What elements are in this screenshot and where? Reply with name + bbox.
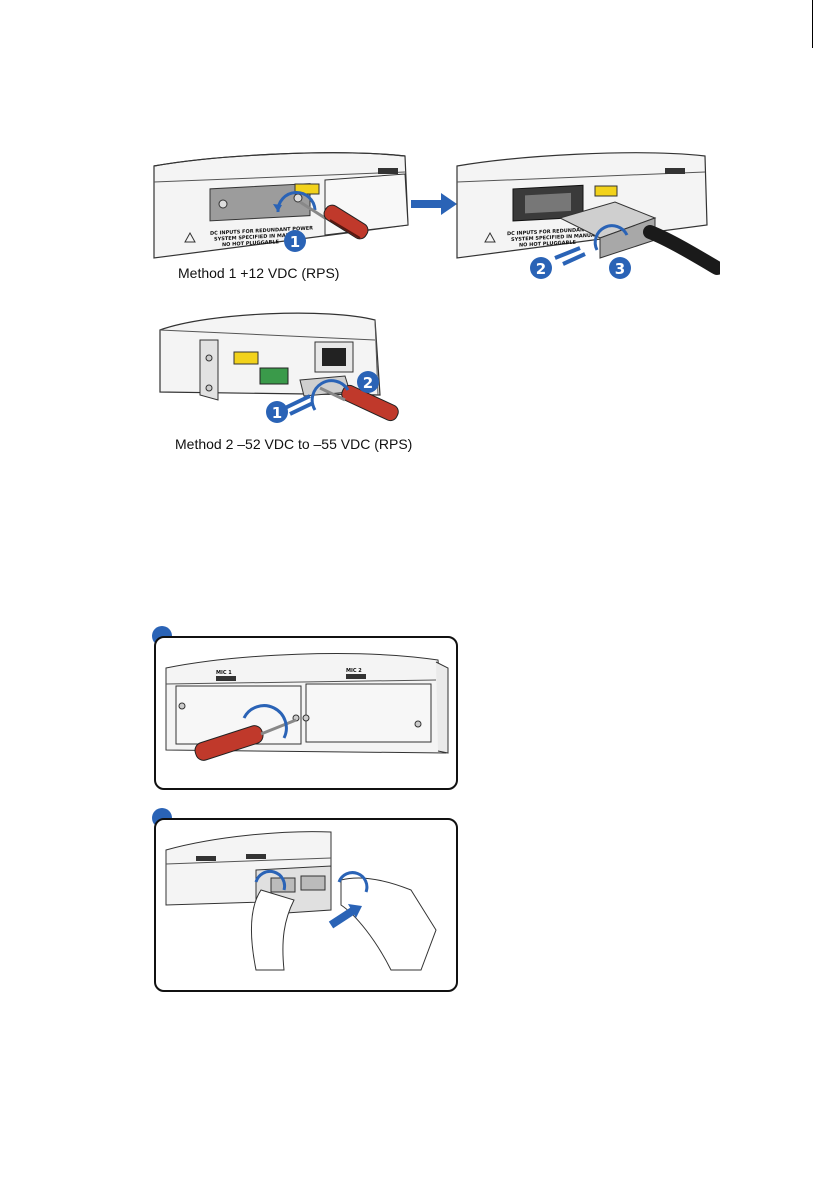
panel-install-module: [154, 818, 458, 992]
method2-illustration: 1 2: [150, 300, 420, 430]
slot2-label: MIC 2: [346, 668, 362, 674]
flow-arrow: [411, 193, 457, 215]
m1-step2-badge: 2: [536, 260, 546, 278]
method1-caption: Method 1 +12 VDC (RPS): [178, 265, 339, 281]
m1-step1-badge: 1: [290, 233, 300, 251]
m1-step3-badge: 3: [615, 260, 625, 278]
panel-remove-filler: MIC 1 MIC 2: [154, 636, 458, 790]
page-margin-rule: [812, 0, 813, 48]
method2-caption: Method 2 –52 VDC to –55 VDC (RPS): [175, 436, 412, 452]
m2-step1-badge: 1: [272, 404, 282, 422]
slot1-label: MIC 1: [216, 670, 232, 676]
m2-step2-badge: 2: [363, 374, 373, 392]
method1-cable-connection-illustration: DC INPUTS FOR REDUNDANT POWER SYSTEM SPE…: [455, 140, 720, 290]
method1-cover-removal-illustration: DC INPUTS FOR REDUNDANT POWER SYSTEM SPE…: [150, 140, 430, 270]
